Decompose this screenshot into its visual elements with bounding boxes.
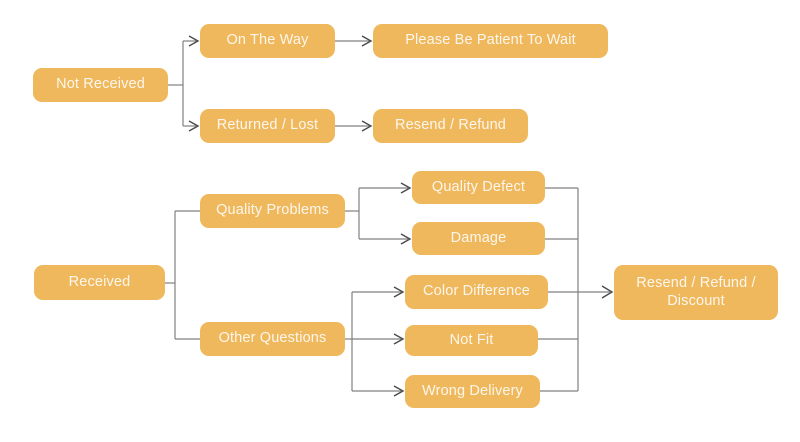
node-resend-refund-discount-label: Resend / Refund / Discount	[636, 274, 756, 309]
arrowhead-returned-lost	[188, 120, 200, 132]
node-other-questions-label: Other Questions	[218, 330, 327, 347]
node-on-the-way[interactable]: On The Way	[200, 24, 335, 58]
arrowhead-resend-refund	[361, 120, 373, 132]
arrowhead-quality-defect	[400, 182, 412, 194]
node-on-the-way-label: On The Way	[226, 32, 309, 49]
node-not-received-label: Not Received	[56, 76, 145, 93]
node-damage[interactable]: Damage	[412, 222, 545, 255]
node-resend-refund-discount[interactable]: Resend / Refund / Discount	[614, 265, 778, 320]
node-damage-label: Damage	[450, 229, 507, 246]
node-wrong-delivery-label: Wrong Delivery	[422, 382, 523, 399]
node-quality-defect-label: Quality Defect	[431, 178, 526, 195]
node-please-be-patient-to-wait[interactable]: Please Be Patient To Wait	[373, 24, 608, 58]
arrowhead-on-the-way	[188, 35, 200, 47]
arrowhead-wrong-delivery	[393, 385, 405, 397]
node-quality-problems-label: Quality Problems	[216, 202, 329, 219]
node-received-label: Received	[68, 273, 131, 290]
node-not-received[interactable]: Not Received	[33, 68, 168, 102]
node-resend-refund-label: Resend / Refund	[394, 117, 507, 134]
arrowhead-please-wait	[361, 35, 373, 47]
node-color-difference-label: Color Difference	[423, 283, 530, 300]
node-returned-lost[interactable]: Returned / Lost	[200, 109, 335, 143]
node-quality-problems[interactable]: Quality Problems	[200, 194, 345, 228]
node-quality-defect[interactable]: Quality Defect	[412, 171, 545, 204]
node-returned-lost-label: Returned / Lost	[216, 117, 319, 134]
node-received[interactable]: Received	[34, 265, 165, 300]
arrowhead-resend-refund-discount	[601, 285, 614, 299]
arrowhead-color-difference	[393, 286, 405, 298]
arrowhead-not-fit	[393, 333, 405, 345]
node-not-fit-label: Not Fit	[449, 331, 494, 348]
node-resend-refund[interactable]: Resend / Refund	[373, 109, 528, 143]
node-please-be-patient-to-wait-label: Please Be Patient To Wait	[405, 32, 576, 49]
node-other-questions[interactable]: Other Questions	[200, 322, 345, 356]
node-not-fit[interactable]: Not Fit	[405, 325, 538, 356]
node-wrong-delivery[interactable]: Wrong Delivery	[405, 375, 540, 408]
arrowhead-damage	[400, 233, 412, 245]
node-color-difference[interactable]: Color Difference	[405, 275, 548, 309]
